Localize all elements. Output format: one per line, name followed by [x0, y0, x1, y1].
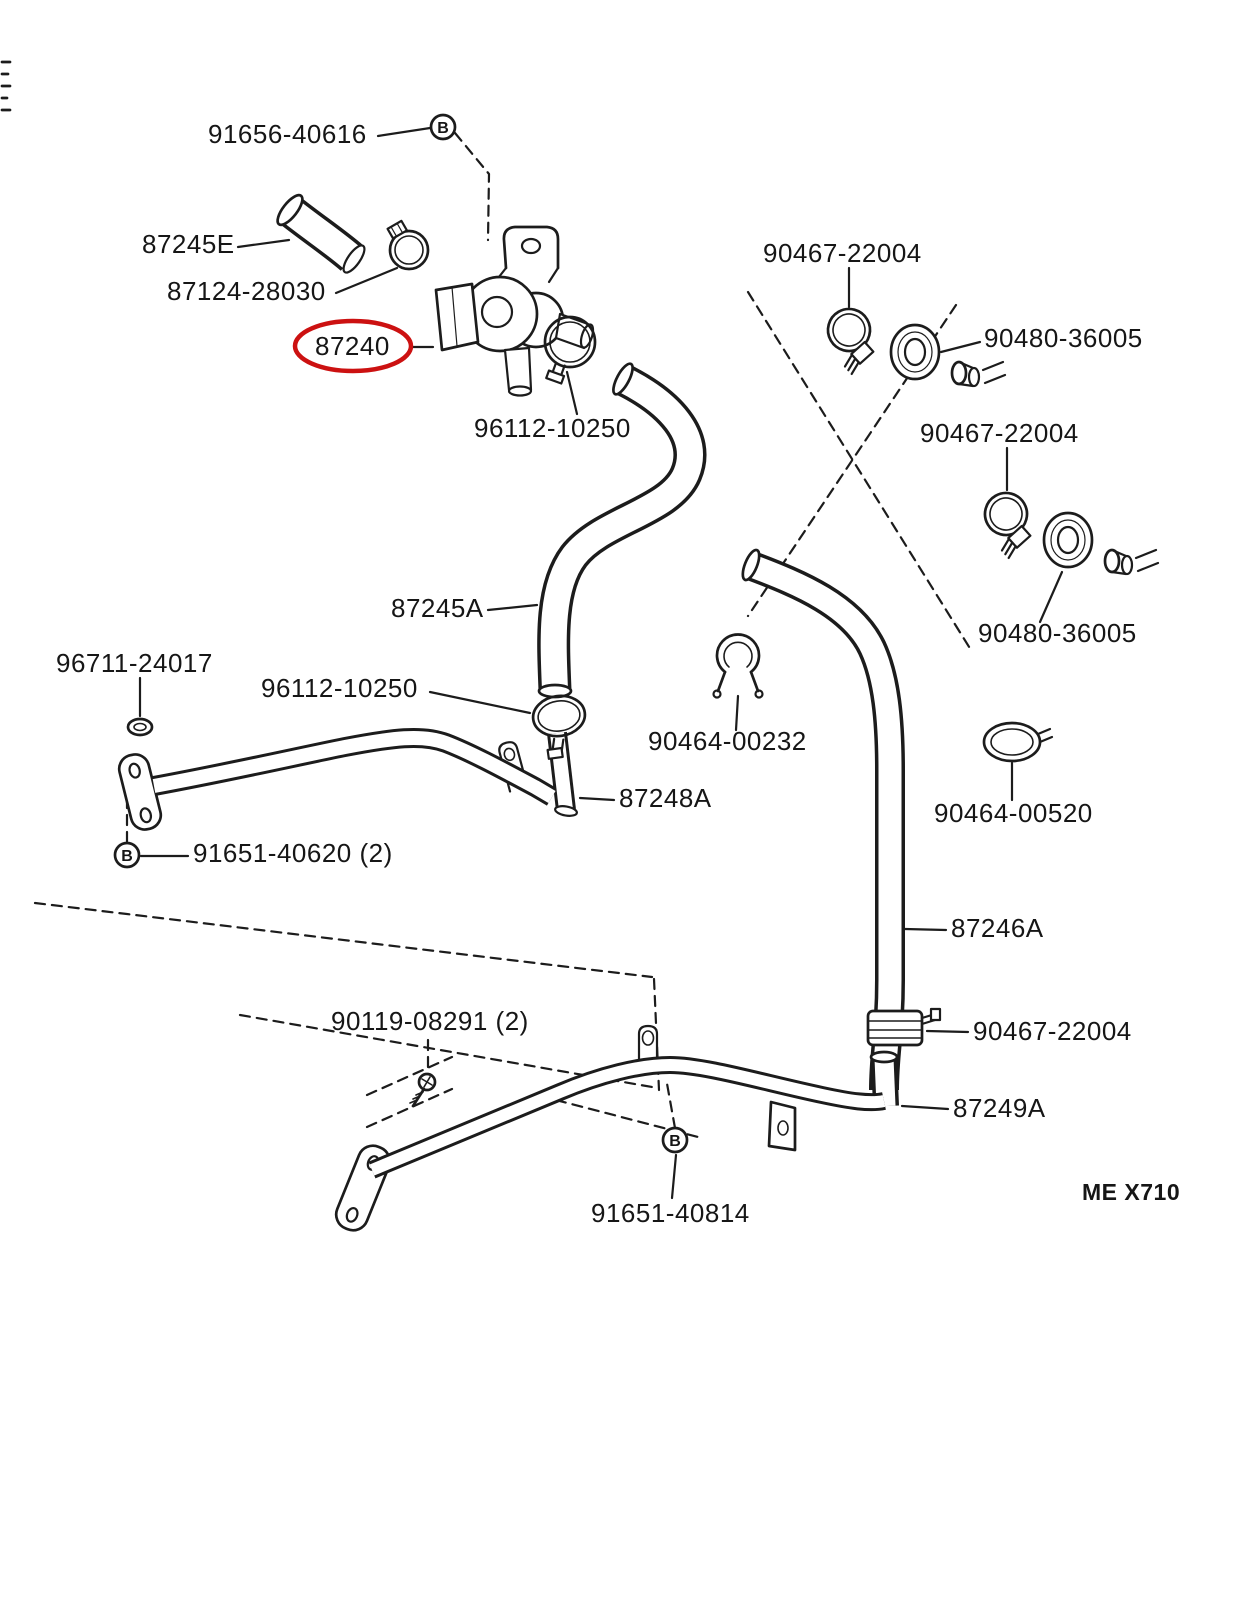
part-label-96112-10250-lower[interactable]: 96112-10250 — [261, 673, 418, 703]
part-label-90464-00520[interactable]: 90464-00520 — [934, 798, 1093, 828]
part-label-87245A[interactable]: 87245A — [391, 593, 484, 623]
part-labels: 91656-40616 87245E 87124-28030 87240 961… — [56, 119, 1143, 1228]
bolt-marker-b-2-label: B — [121, 848, 133, 865]
part-label-96112-10250-upper[interactable]: 96112-10250 — [474, 413, 631, 443]
part-label-90467-22004-2[interactable]: 90467-22004 — [920, 418, 1079, 448]
diagram-code: ME X710 — [1082, 1179, 1180, 1205]
part-label-91651-40620[interactable]: 91651-40620 (2) — [193, 838, 393, 868]
part-label-90480-36005-1[interactable]: 90480-36005 — [984, 323, 1143, 353]
leader-lines — [138, 126, 1064, 1200]
clamp-96112-1-drawing — [543, 315, 597, 385]
part-label-87240-highlighted[interactable]: 87240 — [315, 331, 390, 361]
part-label-87249A[interactable]: 87249A — [953, 1093, 1046, 1123]
highlight-oval-87240 — [292, 318, 414, 374]
part-label-87246A[interactable]: 87246A — [951, 913, 1044, 943]
clip-90464-00232-drawing — [712, 633, 764, 699]
part-label-90480-36005-2[interactable]: 90480-36005 — [978, 618, 1137, 648]
clamp-90464-00520-drawing — [982, 721, 1054, 763]
bolt-marker-b-1-label: B — [437, 120, 449, 137]
part-label-91651-40814[interactable]: 91651-40814 — [591, 1198, 750, 1228]
screw-90119-drawing — [409, 1072, 437, 1108]
bolt-marker-b-2: B — [113, 841, 141, 869]
bolt-marker-b-3: B — [661, 1126, 689, 1154]
part-label-96711-24017[interactable]: 96711-24017 — [56, 648, 213, 678]
clamp-90467-3-drawing — [866, 1007, 942, 1047]
clamp-96112-2-drawing — [531, 694, 587, 760]
hose-87245E-drawing — [276, 193, 366, 274]
part-label-90467-22004-1[interactable]: 90467-22004 — [763, 238, 922, 268]
clamp-90467-2-drawing — [974, 483, 1046, 561]
part-label-87124-28030[interactable]: 87124-28030 — [167, 276, 326, 306]
page-edge-mark — [0, 60, 12, 112]
hose-87245A-drawing — [537, 362, 707, 699]
clamp-87124-drawing — [386, 219, 430, 271]
pipe-87249A-drawing — [334, 1024, 899, 1232]
part-label-91656-40616[interactable]: 91656-40616 — [208, 119, 367, 149]
bolt-marker-b-1: B — [429, 113, 457, 141]
gasket-96711-drawing — [126, 717, 154, 737]
part-label-87248A[interactable]: 87248A — [619, 783, 712, 813]
bolt-marker-b-3-label: B — [669, 1133, 681, 1150]
part-label-90464-00232[interactable]: 90464-00232 — [648, 726, 807, 756]
pipe-87248A-drawing — [117, 727, 578, 831]
grommet-90480-2-drawing — [1042, 511, 1160, 576]
part-label-87245E[interactable]: 87245E — [142, 229, 235, 259]
part-label-90119-08291[interactable]: 90119-08291 (2) — [331, 1006, 529, 1036]
part-label-90467-22004-3[interactable]: 90467-22004 — [973, 1016, 1132, 1046]
clamp-90467-1-drawing — [817, 299, 889, 377]
heater-valve-87240-drawing — [434, 225, 595, 397]
pipe-87246A-drawing — [741, 548, 905, 1091]
assembly-dashed-lines — [33, 131, 973, 1140]
